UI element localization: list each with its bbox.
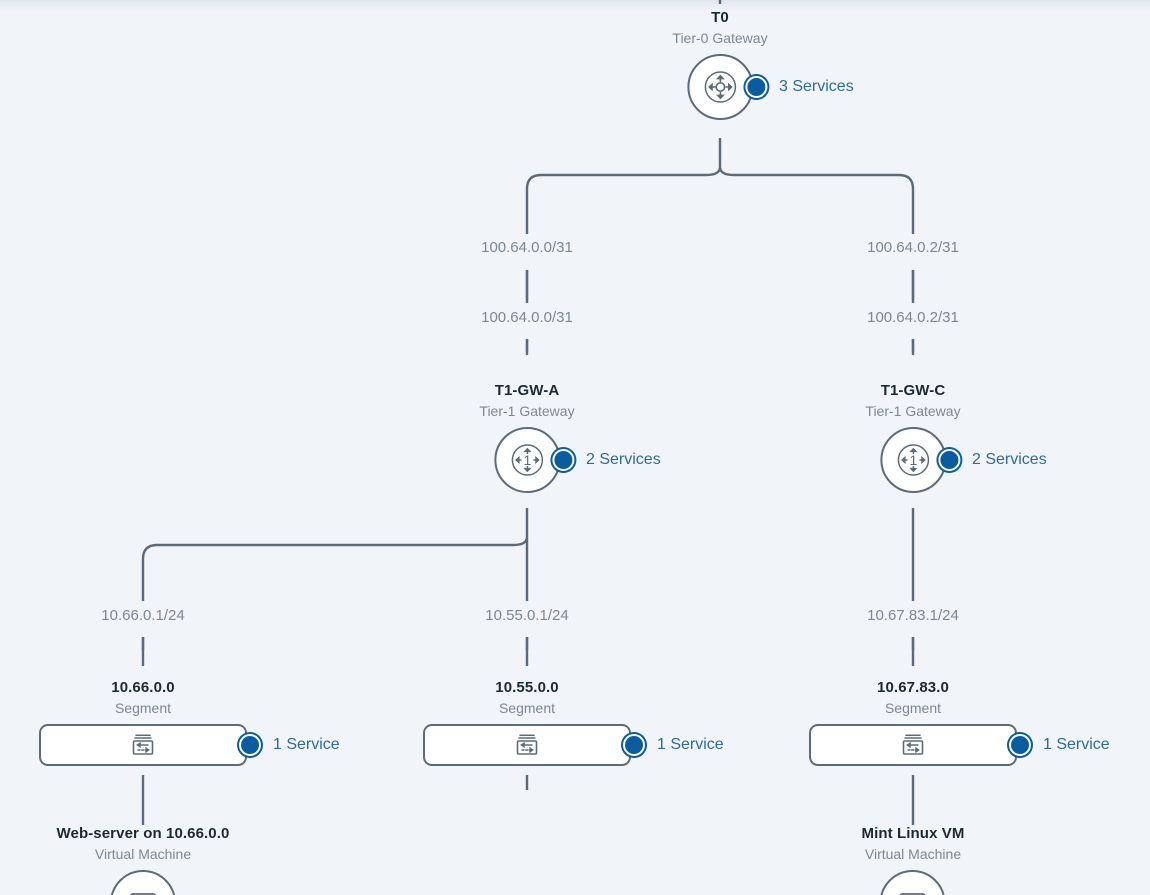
- node-t1-gw-c-title: T1-GW-C: [880, 382, 946, 399]
- node-segment-10-55-0-0-title: 10.55.0.0: [495, 679, 559, 696]
- edge-t1a-split: [141, 536, 529, 650]
- virtual-machine-icon: [130, 893, 156, 895]
- edge-label-t0-t1a-lower: 100.64.0.0/31: [481, 309, 573, 326]
- node-segment-10-66-0-0-subtitle: Segment: [114, 700, 172, 716]
- node-segment-10-67-83-0[interactable]: 10.67.83.0 Segment: [809, 678, 1110, 766]
- node-vm-mint-linux-subtitle: Virtual Machine: [864, 846, 962, 862]
- tier0-router-icon: [704, 71, 736, 103]
- node-segment-10-67-83-0-service-badge[interactable]: 1 Service: [1009, 734, 1110, 756]
- segment-switch-icon: [132, 734, 154, 755]
- node-vm-web-server[interactable]: Web-server on 10.66.0.0 Virtual Machine: [30, 824, 256, 895]
- node-t0[interactable]: T0 Tier-0 Gateway: [672, 8, 854, 120]
- node-segment-10-67-83-0-service-label: 1 Service: [1043, 736, 1110, 753]
- node-t1-gw-a[interactable]: T1-GW-A Tier-1 Gateway 1: [479, 381, 661, 493]
- edge-label-t0-t1c-upper: 100.64.0.2/31: [867, 239, 959, 256]
- node-segment-10-55-0-0-subtitle: Segment: [498, 700, 556, 716]
- edge-label-t1c-seg1067: 10.67.83.1/24: [867, 607, 959, 624]
- node-t1-gw-c-subtitle: Tier-1 Gateway: [865, 403, 961, 419]
- node-segment-10-66-0-0[interactable]: 10.66.0.0 Segment: [39, 678, 340, 766]
- node-segment-10-66-0-0-service-label: 1 Service: [273, 736, 340, 753]
- service-dot-icon: [938, 449, 960, 471]
- node-segment-10-55-0-0-shape[interactable]: 1 Service: [423, 724, 724, 766]
- vm-circle: [879, 870, 946, 895]
- node-t1-gw-a-service-label: 2 Services: [586, 451, 661, 468]
- node-segment-10-67-83-0-subtitle: Segment: [884, 700, 942, 716]
- segment-rect: [39, 724, 247, 766]
- edge-label-t1a-seg1055: 10.55.0.1/24: [485, 607, 569, 624]
- tier1-router-icon: 1: [511, 444, 543, 476]
- node-vm-mint-linux-title: Mint Linux VM: [861, 825, 965, 842]
- node-t1-gw-c-shape[interactable]: 1 2 Services: [880, 427, 1047, 493]
- node-vm-mint-linux[interactable]: Mint Linux VM Virtual Machine: [862, 824, 965, 895]
- node-vm-web-server-title: Web-server on 10.66.0.0: [56, 825, 230, 842]
- node-segment-10-66-0-0-shape[interactable]: 1 Service: [39, 724, 340, 766]
- segment-switch-icon: [902, 734, 924, 755]
- vm-circle: [110, 870, 176, 895]
- node-t1-gw-a-service-badge[interactable]: 2 Services: [552, 449, 661, 471]
- node-t1-gw-c-service-label: 2 Services: [972, 451, 1047, 468]
- service-dot-icon: [623, 734, 645, 756]
- node-segment-10-55-0-0-service-badge[interactable]: 1 Service: [623, 734, 724, 756]
- node-t0-title: T0: [711, 9, 729, 26]
- node-t1-gw-c-service-badge[interactable]: 2 Services: [938, 449, 1047, 471]
- node-t1-gw-c[interactable]: T1-GW-C Tier-1 Gateway 1: [865, 381, 1047, 493]
- service-dot-icon: [239, 734, 261, 756]
- tier1-c-circle: 1: [880, 427, 946, 493]
- node-segment-10-55-0-0-service-label: 1 Service: [657, 736, 724, 753]
- edge-t0-split: [525, 166, 915, 352]
- segment-rect: [423, 724, 631, 766]
- node-vm-web-server-shape[interactable]: [110, 870, 176, 895]
- service-dot-icon: [552, 449, 574, 471]
- node-vm-mint-linux-shape[interactable]: [879, 870, 946, 895]
- edge-label-t0-t1c-lower: 100.64.0.2/31: [867, 309, 959, 326]
- node-t0-subtitle: Tier-0 Gateway: [672, 30, 768, 46]
- tier1-a-circle: 1: [494, 427, 560, 493]
- node-t1-gw-a-subtitle: Tier-1 Gateway: [479, 403, 575, 419]
- node-segment-10-55-0-0[interactable]: 10.55.0.0 Segment: [423, 678, 724, 766]
- virtual-machine-icon: [900, 893, 926, 895]
- node-t0-shape[interactable]: 3 Services: [687, 54, 854, 120]
- node-segment-10-67-83-0-title: 10.67.83.0: [877, 679, 949, 696]
- top-shadow-band: [0, 0, 1150, 12]
- edge-label-t1a-seg1066: 10.66.0.1/24: [101, 607, 185, 624]
- segment-rect: [809, 724, 1017, 766]
- edge-label-t0-t1a-upper: 100.64.0.0/31: [481, 239, 573, 256]
- node-t1-gw-a-title: T1-GW-A: [494, 382, 560, 399]
- node-segment-10-66-0-0-service-badge[interactable]: 1 Service: [239, 734, 340, 756]
- tier0-circle: [687, 54, 753, 120]
- node-t1-gw-a-shape[interactable]: 1 2 Services: [494, 427, 661, 493]
- node-segment-10-67-83-0-shape[interactable]: 1 Service: [809, 724, 1110, 766]
- node-t0-service-label: 3 Services: [779, 78, 854, 95]
- node-segment-10-66-0-0-title: 10.66.0.0: [111, 679, 175, 696]
- segment-switch-icon: [516, 734, 538, 755]
- node-vm-web-server-subtitle: Virtual Machine: [94, 846, 192, 862]
- tier1-c-digit: 1: [909, 452, 917, 468]
- service-dot-icon: [1009, 734, 1031, 756]
- tier1-a-digit: 1: [523, 452, 531, 468]
- tier1-router-icon: 1: [897, 444, 929, 476]
- service-dot-icon: [745, 76, 767, 98]
- node-t0-service-badge[interactable]: 3 Services: [745, 76, 854, 98]
